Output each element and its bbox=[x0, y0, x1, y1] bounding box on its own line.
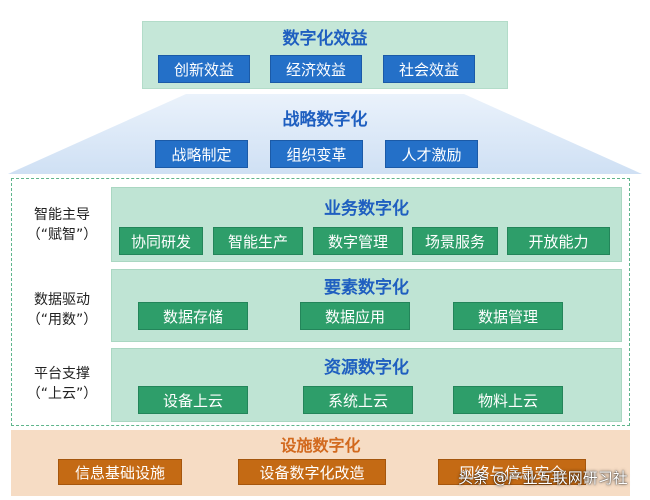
benefit-social-box: 社会效益 bbox=[383, 55, 475, 83]
side-label-line: 数据驱动 bbox=[34, 292, 90, 308]
side-label-line: 平台支撑 bbox=[34, 366, 90, 382]
facility-title: 设施数字化 bbox=[280, 436, 361, 455]
layer-business-title: 业务数字化 bbox=[324, 198, 409, 219]
facility-item-info-infrastructure: 信息基础设施 bbox=[58, 459, 182, 485]
benefit-economic-box: 经济效益 bbox=[270, 55, 362, 83]
resource-item-material-cloud: 物料上云 bbox=[453, 386, 563, 414]
business-item-smart-production: 智能生产 bbox=[213, 227, 303, 255]
side-label-line: （“上云”） bbox=[26, 386, 98, 402]
business-item-open-capability: 开放能力 bbox=[507, 227, 610, 255]
side-label-line: 智能主导 bbox=[34, 207, 90, 223]
facility-item-network-security: 网络与信息安全 bbox=[438, 459, 586, 485]
core-dashed-region bbox=[11, 178, 630, 426]
business-item-collab-rd: 协同研发 bbox=[119, 227, 203, 255]
layer-business-side-label: 智能主导 （“赋智”） bbox=[14, 205, 110, 245]
benefit-title: 数字化效益 bbox=[282, 28, 368, 49]
watermark-text: 头条 @产业互联网研习社 bbox=[458, 468, 628, 487]
layer-resource-side-label: 平台支撑 （“上云”） bbox=[14, 364, 110, 404]
element-item-data-storage: 数据存储 bbox=[138, 302, 248, 330]
facility-item-device-retrofit: 设备数字化改造 bbox=[238, 459, 386, 485]
resource-item-device-cloud: 设备上云 bbox=[138, 386, 248, 414]
layer-element-side-label: 数据驱动 （“用数”） bbox=[14, 290, 110, 330]
side-label-line: （“赋智”） bbox=[26, 227, 98, 243]
layer-resource-title: 资源数字化 bbox=[324, 357, 409, 378]
side-label-line: （“用数”） bbox=[26, 312, 98, 328]
strategy-talent-box: 人才激励 bbox=[385, 140, 478, 168]
strategy-planning-box: 战略制定 bbox=[155, 140, 248, 168]
business-item-scenario-service: 场景服务 bbox=[412, 227, 498, 255]
layer-element-title: 要素数字化 bbox=[324, 277, 409, 298]
element-item-data-management: 数据管理 bbox=[453, 302, 563, 330]
resource-item-system-cloud: 系统上云 bbox=[303, 386, 413, 414]
strategy-org-change-box: 组织变革 bbox=[270, 140, 363, 168]
business-item-digital-management: 数字管理 bbox=[313, 227, 403, 255]
strategy-title: 战略数字化 bbox=[282, 109, 368, 130]
benefit-innovation-box: 创新效益 bbox=[158, 55, 250, 83]
element-item-data-application: 数据应用 bbox=[300, 302, 410, 330]
